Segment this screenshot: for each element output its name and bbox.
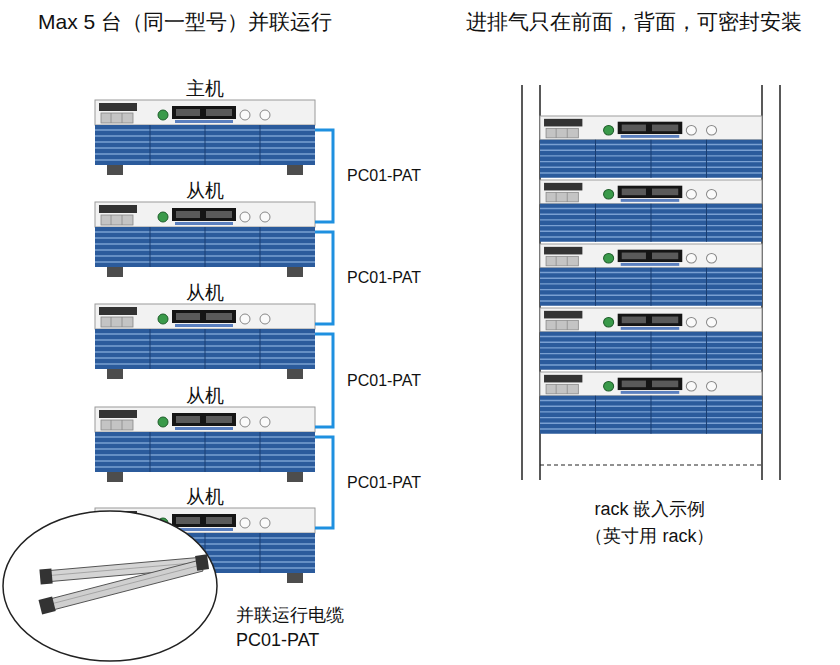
cable-label: PC01-PAT [347, 473, 421, 493]
power-unit [95, 100, 315, 175]
cable-label: PC01-PAT [347, 166, 421, 186]
power-unit-node: 从机 [95, 385, 315, 485]
power-unit [95, 304, 315, 379]
cable-label: PC01-PAT [347, 371, 421, 391]
rack-unit [540, 308, 762, 370]
cable-callout [3, 511, 217, 661]
rack-caption: rack 嵌入示例 [550, 497, 750, 521]
power-unit-node: 从机 [95, 486, 315, 586]
heading-note: 进排气只在前面，背面，可密封安装 [466, 9, 802, 35]
unit-role-label: 主机 [95, 78, 315, 100]
power-unit-node: 从机 [95, 180, 315, 280]
rack-caption: （英寸用 rack） [550, 524, 750, 548]
power-unit-node: 从机 [95, 282, 315, 382]
parallel-cable-line [315, 437, 333, 528]
rack-frame [522, 85, 780, 480]
cable-label: PC01-PAT [347, 268, 421, 288]
unit-role-label: 从机 [95, 385, 315, 407]
cable-callout-label: 并联运行电缆 PC01-PAT [236, 603, 366, 653]
power-unit [95, 407, 315, 482]
rack-unit [540, 116, 762, 178]
parallel-cable-line [315, 334, 333, 427]
unit-role-label: 从机 [95, 180, 315, 202]
parallel-cable-line [315, 130, 333, 222]
power-unit [95, 202, 315, 277]
diagram-title: Max 5 台（同一型号）并联运行 [38, 9, 332, 35]
unit-role-label: 从机 [95, 486, 315, 508]
rack-unit [540, 180, 762, 242]
rack-unit [540, 372, 762, 434]
unit-role-label: 从机 [95, 282, 315, 304]
rack-unit [540, 244, 762, 306]
power-unit-node: 主机 [95, 78, 315, 178]
parallel-cable-line [315, 232, 333, 324]
